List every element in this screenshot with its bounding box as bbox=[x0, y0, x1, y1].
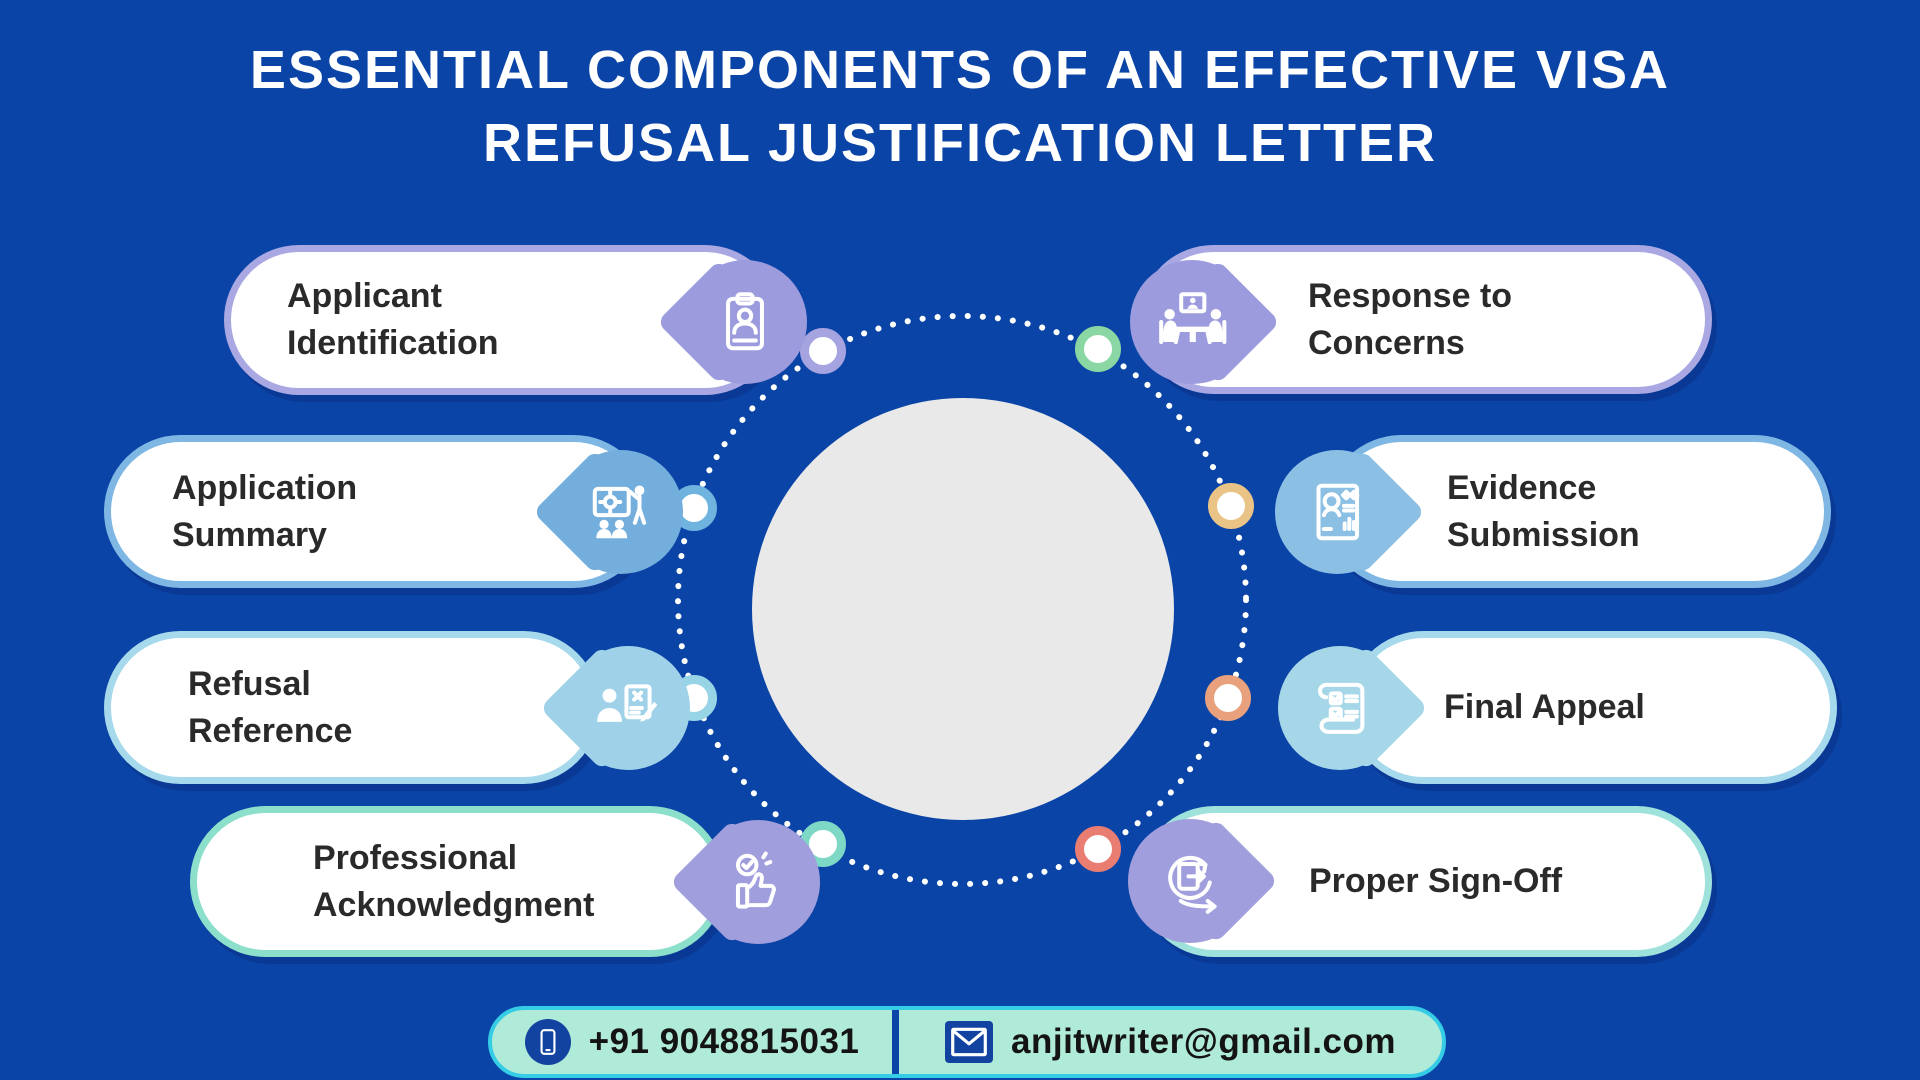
ring-node-mid-right bbox=[1208, 483, 1254, 529]
card-label-line: Submission bbox=[1447, 515, 1640, 554]
center-circle bbox=[752, 398, 1174, 820]
card-label-line: Proper Sign-Off bbox=[1309, 862, 1563, 900]
presentation-icon bbox=[592, 485, 647, 539]
ring-node-top-left bbox=[800, 328, 846, 374]
pin-evidence-submission bbox=[1275, 449, 1426, 575]
card-label-line: Final Appeal bbox=[1444, 688, 1645, 726]
pin-shape bbox=[1275, 450, 1399, 574]
email-section: anjitwriter@gmail.com bbox=[899, 1010, 1442, 1074]
pin-proper-sign-off bbox=[1128, 818, 1279, 944]
card-label-line: Application bbox=[172, 468, 358, 507]
card-label-line: Acknowledgment bbox=[313, 885, 595, 924]
card-refusal-reference: Refusal Reference bbox=[104, 631, 600, 784]
pin-shape bbox=[559, 450, 683, 574]
pin-shape bbox=[683, 260, 807, 384]
ring-node-lower-right bbox=[1205, 675, 1251, 721]
card-label-line: Response to bbox=[1308, 276, 1513, 315]
sign-off-icon bbox=[1168, 855, 1217, 914]
phone-section: +91 9048815031 bbox=[492, 1010, 892, 1074]
pin-shape bbox=[1278, 646, 1402, 770]
card-label-line: Refusal bbox=[188, 664, 311, 703]
contact-divider bbox=[892, 1010, 899, 1074]
pin-applicant-identification bbox=[656, 259, 807, 385]
card-final-appeal: Final Appeal bbox=[1347, 631, 1837, 784]
pin-shape bbox=[1130, 260, 1254, 384]
card-proper-sign-off: Proper Sign-Off bbox=[1139, 806, 1712, 957]
card-application-summary: Application Summary bbox=[104, 435, 650, 588]
card-professional-acknowledgment: Professional Acknowledgment bbox=[190, 806, 725, 957]
contact-bar: +91 9048815031 anjitwriter@gmail.com bbox=[488, 1006, 1446, 1078]
card-label-line: Summary bbox=[172, 515, 327, 554]
phone-number: +91 9048815031 bbox=[588, 1022, 860, 1061]
pin-refusal-reference bbox=[539, 645, 690, 771]
ring-node-bottom-right bbox=[1075, 826, 1121, 872]
card-label-line: Reference bbox=[188, 711, 353, 750]
page-title: ESSENTIAL COMPONENTS OF AN EFFECTIVE VIS… bbox=[0, 34, 1920, 180]
pin-final-appeal bbox=[1278, 645, 1429, 771]
pin-professional-acknowledgment bbox=[669, 819, 820, 945]
pin-shape bbox=[566, 646, 690, 770]
pin-shape bbox=[1128, 819, 1252, 943]
scroll-checklist-icon bbox=[1317, 682, 1365, 734]
envelope-icon bbox=[945, 1021, 993, 1063]
pin-application-summary bbox=[532, 449, 683, 575]
smartphone-icon bbox=[524, 1019, 571, 1065]
thumbs-up-icon bbox=[735, 851, 776, 909]
pin-shape bbox=[696, 820, 820, 944]
card-label-line: Concerns bbox=[1308, 323, 1465, 362]
id-badge-icon bbox=[726, 292, 764, 351]
page-title-line2: REFUSAL JUSTIFICATION LETTER bbox=[482, 113, 1437, 173]
meeting-icon bbox=[1159, 292, 1227, 345]
card-label-line: Professional bbox=[313, 838, 518, 877]
pin-response-to-concerns bbox=[1130, 259, 1281, 385]
card-label-line: Applicant bbox=[287, 277, 442, 315]
rejected-document-icon bbox=[597, 684, 658, 722]
resume-icon bbox=[1316, 483, 1360, 541]
ring-node-top-right bbox=[1075, 326, 1121, 372]
email-address: anjitwriter@gmail.com bbox=[1011, 1022, 1396, 1061]
page-title-line1: ESSENTIAL COMPONENTS OF AN EFFECTIVE VIS… bbox=[249, 40, 1671, 100]
card-label-line: Evidence bbox=[1447, 468, 1597, 507]
card-label-line: Identification bbox=[287, 324, 499, 362]
